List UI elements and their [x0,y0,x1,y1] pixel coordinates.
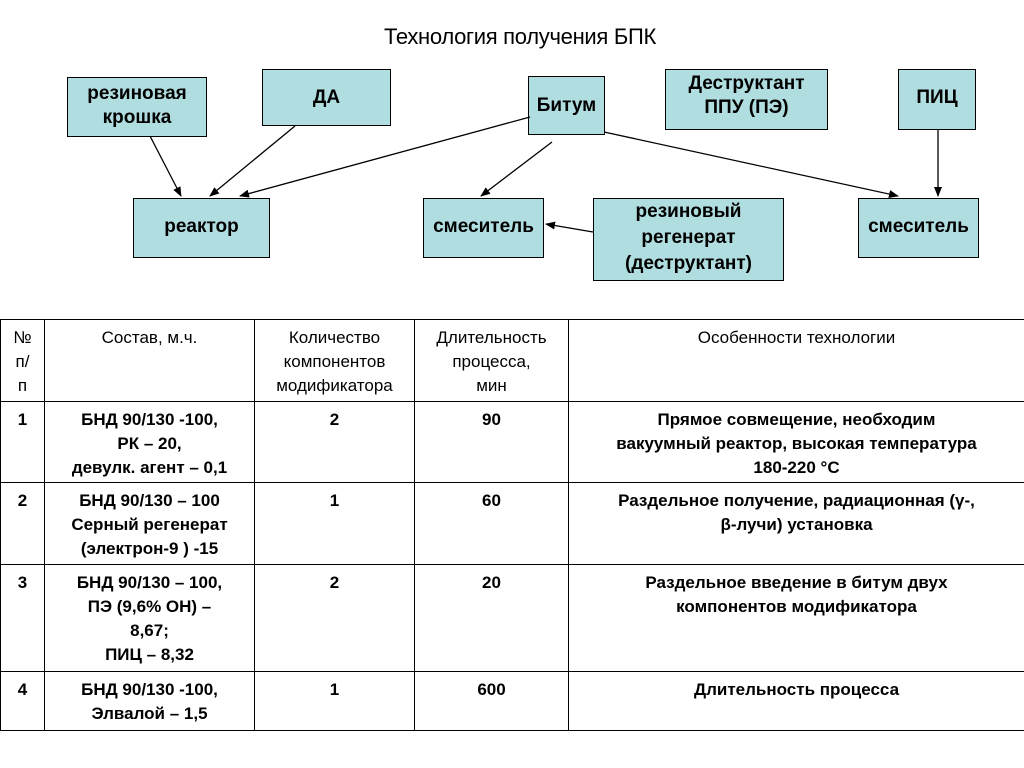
cell-count: 2 [254,564,415,672]
header-duration: Длительность процесса, мин [414,319,569,402]
cell-count: 1 [254,671,415,731]
arrow-da-to-reactor [209,125,296,197]
table-row: 2 БНД 90/130 – 100 Серный регенерат (эле… [0,482,1024,565]
cell-composition: БНД 90/130 -100, Элвалой – 1,5 [44,671,255,731]
cell-features: Длительность процесса [568,671,1024,731]
cell-duration: 60 [414,482,569,565]
table-header-row: № п/ п Состав, м.ч. Количество компонент… [0,319,1024,402]
node-mixer-2: смеситель [858,198,979,258]
node-bitumen: Битум [528,76,605,135]
cell-features: Раздельное введение в битум двух компоне… [568,564,1024,672]
node-label: смеситель [433,216,534,237]
node-reactor: реактор [133,198,270,258]
cell-count: 2 [254,401,415,483]
cell-features: Прямое совмещение, необходим вакуумный р… [568,401,1024,483]
cell-num: 3 [0,564,45,672]
table-row: 3 БНД 90/130 – 100, ПЭ (9,6% ОН) – 8,67;… [0,564,1024,672]
cell-count: 1 [254,482,415,565]
node-mixer-1: смеситель [423,198,544,258]
header-count: Количество компонентов модификатора [254,319,415,402]
table-row: 1 БНД 90/130 -100, РК – 20, девулк. аген… [0,401,1024,483]
arrow-regenerate-to-mixer-1 [545,221,594,233]
arrow-bitumen-to-mixer-1 [480,141,553,197]
node-da: ДА [262,69,391,126]
node-rubber-crumb: резиновая крошка [67,77,207,137]
node-rubber-regenerate: резиновый регенерат (деструктант) [593,198,784,281]
node-label: смеситель [868,216,969,237]
technology-table: № п/ п Состав, м.ч. Количество компонент… [0,319,1024,731]
arrow-bitumen-to-mixer-2 [603,131,899,198]
node-label: Битум [536,95,597,116]
cell-composition: БНД 90/130 -100, РК – 20, девулк. агент … [44,401,255,483]
page-title: Технология получения БПК [383,24,657,49]
cell-duration: 90 [414,401,569,483]
cell-composition: БНД 90/130 – 100 Серный регенерат (элект… [44,482,255,565]
node-label: ПИЦ [916,87,958,108]
arrow-crumb-to-reactor [149,135,182,197]
node-label: реактор [164,216,239,237]
arrow-bitumen-to-reactor [239,116,531,198]
cell-num: 2 [0,482,45,565]
header-num: № п/ п [0,319,45,402]
cell-num: 4 [0,671,45,731]
node-pic: ПИЦ [898,69,976,130]
node-label: Деструктант ППУ (ПЭ) [688,73,805,118]
node-label: резиновая крошка [87,83,187,128]
cell-duration: 600 [414,671,569,731]
cell-duration: 20 [414,564,569,672]
cell-composition: БНД 90/130 – 100, ПЭ (9,6% ОН) – 8,67; П… [44,564,255,672]
node-label: резиновый регенерат (деструктант) [625,201,752,274]
flow-arrows [149,116,942,233]
cell-features: Раздельное получение, радиационная (γ-, … [568,482,1024,565]
cell-num: 1 [0,401,45,483]
header-features: Особенности технологии [568,319,1024,402]
table-row: 4 БНД 90/130 -100, Элвалой – 1,5 1 600 Д… [0,671,1024,731]
node-label: ДА [312,87,341,108]
node-destructant: Деструктант ППУ (ПЭ) [665,69,828,130]
header-composition: Состав, м.ч. [44,319,255,402]
